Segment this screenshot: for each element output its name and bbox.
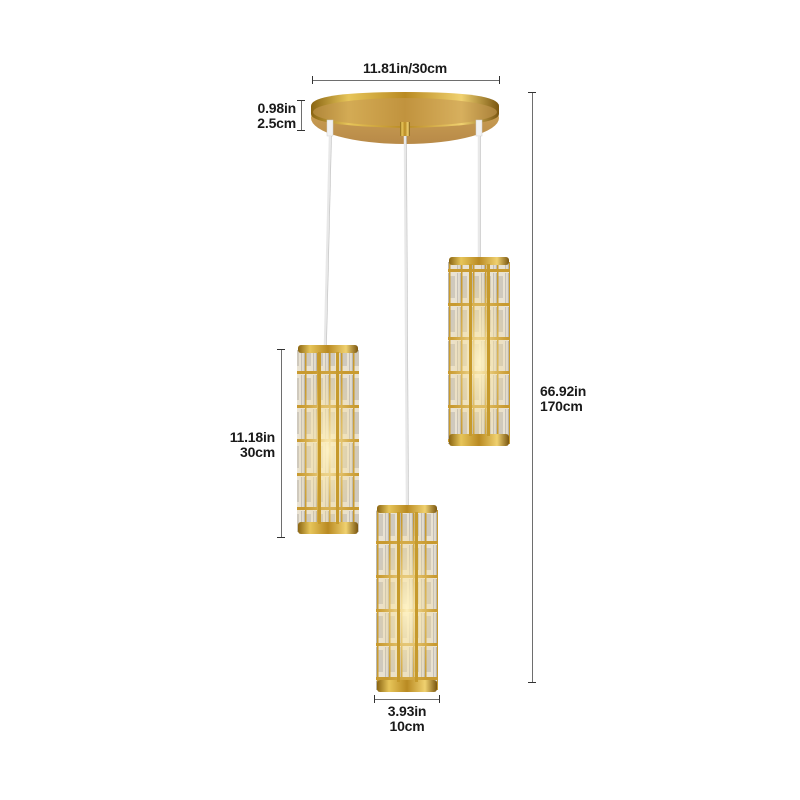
shade-height-in: 11.18in (229, 429, 276, 445)
pendant-shade-left (297, 345, 359, 534)
shade-diameter-dimension-line (374, 699, 440, 700)
suspension-cords (323, 135, 481, 506)
canopy-height-label: 0.98in 2.5cm (236, 101, 296, 131)
canopy-width-value: 11.81in/30cm (363, 60, 447, 76)
canopy-height-in: 0.98in (257, 100, 297, 116)
dimension-cap (312, 76, 313, 84)
canopy-width-label: 11.81in/30cm (330, 61, 480, 76)
canopy-height-cm: 2.5cm (257, 115, 296, 131)
canopy-height-dimension-line (301, 100, 302, 130)
dimension-cap (277, 537, 285, 538)
dimension-cap (277, 349, 285, 350)
dimension-cap (297, 130, 305, 131)
pendant-shade-right (448, 257, 510, 446)
shade-height-dimension-line (281, 349, 282, 537)
dimension-cap (499, 76, 500, 84)
dimension-cap (528, 682, 536, 683)
total-height-in: 66.92in (540, 383, 587, 399)
shade-diameter-label: 3.93in 10cm (367, 704, 447, 734)
shade-diameter-cm: 10cm (389, 718, 425, 734)
canopy-width-dimension-line (312, 80, 500, 81)
pendant-shade-center (376, 505, 438, 692)
dimension-cap (374, 695, 375, 703)
dimension-cap (528, 92, 536, 93)
shade-diameter-in: 3.93in (387, 703, 427, 719)
dimension-cap (439, 695, 440, 703)
shade-height-cm: 30cm (239, 444, 275, 460)
dimension-cap (297, 100, 305, 101)
total-height-cm: 170cm (540, 398, 583, 414)
total-height-label: 66.92in 170cm (540, 384, 620, 414)
total-height-dimension-line (532, 92, 533, 682)
canopy (311, 92, 499, 144)
shade-height-label: 11.18in 30cm (200, 429, 276, 460)
